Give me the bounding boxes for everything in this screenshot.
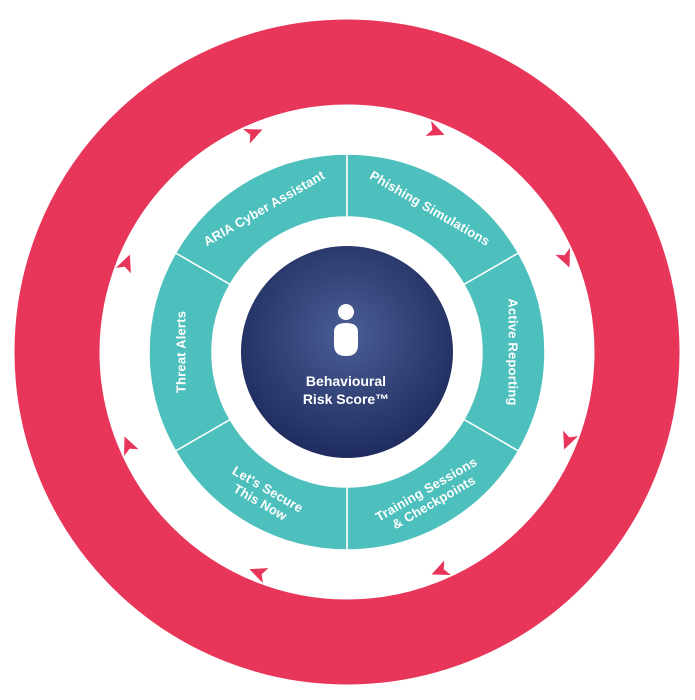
segment-label-active-reporting: Active Reporting [506,298,521,405]
cycle-arrow-icon [249,568,269,584]
outer-ring [14,19,680,685]
person-icon [334,304,358,356]
cycle-arrows [115,120,579,584]
cycle-arrow-icon [425,120,445,136]
cycle-arrow-icon [115,254,131,274]
center-title-line2: Risk Score™ [303,391,389,407]
cycle-arrow-icon [431,560,451,575]
cycle-arrow-icon [555,248,570,268]
center-title-line1: Behavioural [306,373,386,389]
segment-active-reporting [462,251,546,453]
cycle-arrow-icon [243,129,263,144]
cycle-arrow-icon [124,436,139,456]
segment-threat-alerts [148,251,232,453]
segment-label-threat-alerts: Threat Alerts [174,311,189,393]
cycle-arrow-icon [563,430,579,450]
